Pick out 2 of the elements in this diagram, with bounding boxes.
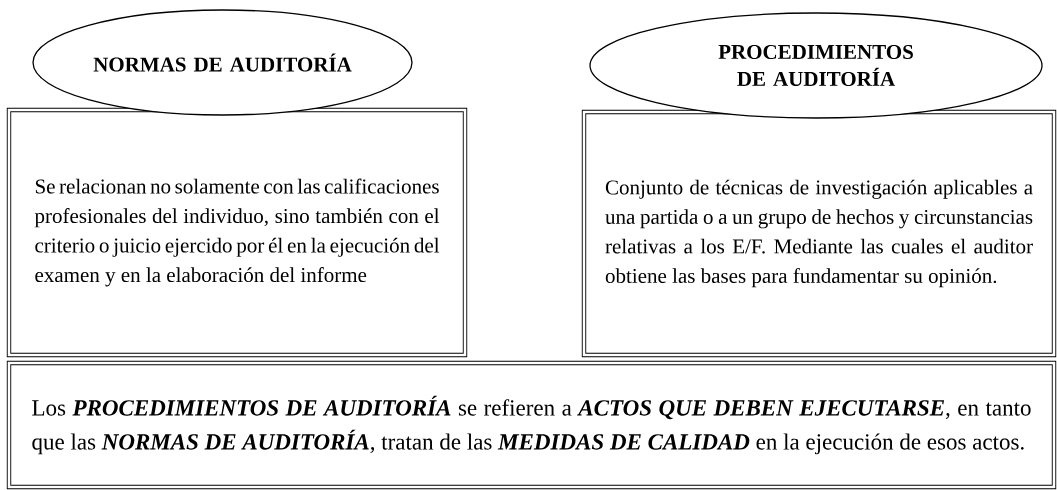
- description-box: Los PROCEDIMIENTOS DE AUDITORÍA se refieren a ACTOS QUE DEBEN EJECUTARSE, en tanto que las NORMAS DE AUDITORÍA, tratan de las MEDIDAS DE CALIDAD en la ejecución de esos actos.: [6, 360, 1057, 490]
- node-label: PROCEDIMIENTOS DE AUDITORÍA: [718, 44, 913, 87]
